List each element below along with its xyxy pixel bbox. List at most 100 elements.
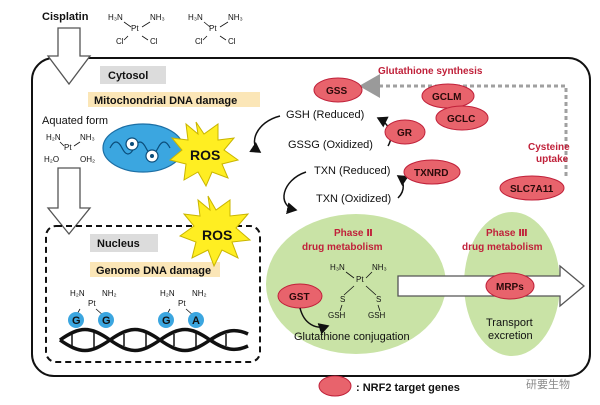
svg-text:H₃N: H₃N bbox=[330, 263, 345, 272]
svg-text:NH₃: NH₃ bbox=[80, 133, 95, 142]
mitochondrion bbox=[102, 123, 184, 173]
gst-conjugation-arrow bbox=[299, 307, 330, 335]
gene-slc7a11: SLC7A11 bbox=[499, 175, 565, 201]
dna-base-3: G bbox=[158, 312, 174, 328]
phase2-title-2: drug metabolism bbox=[302, 242, 383, 253]
glutathione-conjugate-structure: H₃N NH₃ Pt S S GSH GSH bbox=[328, 263, 387, 320]
cytosol-tag bbox=[100, 66, 166, 84]
cytosol-label: Cytosol bbox=[108, 70, 148, 82]
gene-txnrd: TXNRD bbox=[403, 159, 461, 185]
svg-text:Pt: Pt bbox=[64, 143, 72, 152]
gsh-to-gssg-arrow bbox=[249, 115, 281, 153]
svg-text:G: G bbox=[102, 315, 111, 327]
svg-text:H₃N: H₃N bbox=[188, 13, 203, 22]
svg-text:Pt: Pt bbox=[178, 299, 186, 308]
gene-gclm: GCLM bbox=[421, 83, 475, 109]
svg-text:GSH: GSH bbox=[328, 311, 346, 320]
txn-to-oxidized-arrow bbox=[283, 171, 307, 215]
transport-label-2: excretion bbox=[488, 330, 533, 342]
aquated-form-label: Aquated form bbox=[42, 115, 108, 127]
svg-text:SLC7A11: SLC7A11 bbox=[510, 184, 554, 195]
cysteine-label: Cysteine bbox=[528, 142, 570, 153]
svg-text:G: G bbox=[72, 315, 81, 327]
gene-gss: GSS bbox=[313, 77, 363, 103]
txn-oxidized-label: TXN (Oxidized) bbox=[316, 193, 391, 205]
svg-text:MRPs: MRPs bbox=[496, 282, 524, 293]
ros-burst-2: ROS bbox=[178, 195, 252, 268]
genome-damage-tag bbox=[90, 262, 220, 277]
svg-text:NH₂: NH₂ bbox=[102, 289, 117, 298]
svg-text:GCLC: GCLC bbox=[447, 114, 475, 125]
svg-text:H₂N: H₂N bbox=[160, 289, 175, 298]
phase2-title-1: Phase Ⅱ bbox=[334, 228, 373, 239]
svg-text:NH₃: NH₃ bbox=[150, 13, 165, 22]
svg-text:Cl: Cl bbox=[116, 37, 124, 46]
legend: : NRF2 target genes bbox=[318, 375, 460, 397]
gene-gr: GR bbox=[384, 119, 426, 145]
phase3-title-1: Phase Ⅲ bbox=[486, 228, 528, 239]
svg-text:Cl: Cl bbox=[195, 37, 203, 46]
gene-mrps: MRPs bbox=[485, 272, 535, 300]
entry-arrow bbox=[46, 27, 92, 86]
svg-text:GCLM: GCLM bbox=[432, 92, 461, 103]
svg-text:NH₃: NH₃ bbox=[228, 13, 243, 22]
svg-text:G: G bbox=[162, 315, 171, 327]
glutathione-conjugation-label: Glutathione conjugation bbox=[294, 331, 410, 343]
svg-text:OH₂: OH₂ bbox=[80, 155, 95, 164]
mito-damage-label: Mitochondrial DNA damage bbox=[94, 95, 237, 107]
svg-text:A: A bbox=[192, 315, 200, 327]
aquated-structure: H₂N NH₃ Pt H₂O OH₂ bbox=[44, 133, 95, 164]
dna-base-4: A bbox=[188, 312, 204, 328]
svg-text:Cl: Cl bbox=[228, 37, 236, 46]
svg-text:Pt: Pt bbox=[131, 24, 139, 33]
dna-adduct-2: H₂N NH₂ Pt bbox=[160, 289, 207, 317]
legend-label: : NRF2 target genes bbox=[356, 382, 460, 394]
svg-text:NH₂: NH₂ bbox=[192, 289, 207, 298]
svg-text:H₃N: H₃N bbox=[108, 13, 123, 22]
gssg-oxidized-label: GSSG (Oxidized) bbox=[288, 139, 373, 151]
legend-oval bbox=[318, 375, 352, 397]
svg-text:Pt: Pt bbox=[209, 24, 217, 33]
svg-text:ROS: ROS bbox=[202, 227, 232, 243]
gsh-reduced-label: GSH (Reduced) bbox=[286, 109, 364, 121]
txn-oxidized-to-reduced-arrow bbox=[396, 175, 409, 199]
cell-boundary bbox=[31, 57, 591, 377]
synthesis-dashed-path bbox=[359, 74, 568, 176]
uptake-label: uptake bbox=[536, 154, 569, 165]
ros-burst-1: ROS bbox=[168, 121, 240, 188]
glutathione-synthesis-label: Glutathione synthesis bbox=[378, 66, 483, 77]
nucleus-tag bbox=[90, 234, 158, 252]
svg-text:ROS: ROS bbox=[190, 147, 220, 163]
dna-helix bbox=[58, 327, 249, 353]
phase3-title-2: drug metabolism bbox=[462, 242, 543, 253]
phase2-region bbox=[266, 214, 446, 354]
dna-base-2: G bbox=[98, 312, 114, 328]
nucleus-label: Nucleus bbox=[97, 238, 140, 250]
dna-base-1: G bbox=[68, 312, 84, 328]
svg-text:S: S bbox=[376, 295, 381, 304]
svg-text:GSH: GSH bbox=[368, 311, 386, 320]
svg-text:H₂N: H₂N bbox=[46, 133, 61, 142]
genome-damage-label: Genome DNA damage bbox=[96, 265, 211, 277]
mito-damage-tag bbox=[88, 92, 260, 107]
svg-text:GST: GST bbox=[289, 292, 310, 303]
svg-text:H₂O: H₂O bbox=[44, 155, 59, 164]
gene-gst: GST bbox=[277, 283, 323, 309]
cisplatin-title: Cisplatin bbox=[42, 11, 89, 23]
transport-label-1: Transport bbox=[486, 317, 533, 329]
cisplatin-structure-1: H₃N NH₃ Pt Cl Cl bbox=[108, 13, 165, 46]
dna-adduct-1: H₂N NH₂ Pt bbox=[70, 289, 117, 317]
svg-text:H₂N: H₂N bbox=[70, 289, 85, 298]
cytosol-to-nucleus-arrow bbox=[46, 167, 92, 236]
cisplatin-structure-2: H₃N NH₃ Pt Cl Cl bbox=[188, 13, 243, 46]
txn-reduced-label: TXN (Reduced) bbox=[314, 165, 390, 177]
watermark: 研要生物 bbox=[526, 377, 570, 391]
svg-text:Pt: Pt bbox=[88, 299, 96, 308]
svg-text:S: S bbox=[340, 295, 345, 304]
gene-gclc: GCLC bbox=[435, 105, 489, 131]
svg-text:GSS: GSS bbox=[326, 86, 347, 97]
svg-text:TXNRD: TXNRD bbox=[414, 168, 448, 179]
svg-text:GR: GR bbox=[397, 128, 413, 139]
svg-text:Pt: Pt bbox=[356, 275, 364, 284]
